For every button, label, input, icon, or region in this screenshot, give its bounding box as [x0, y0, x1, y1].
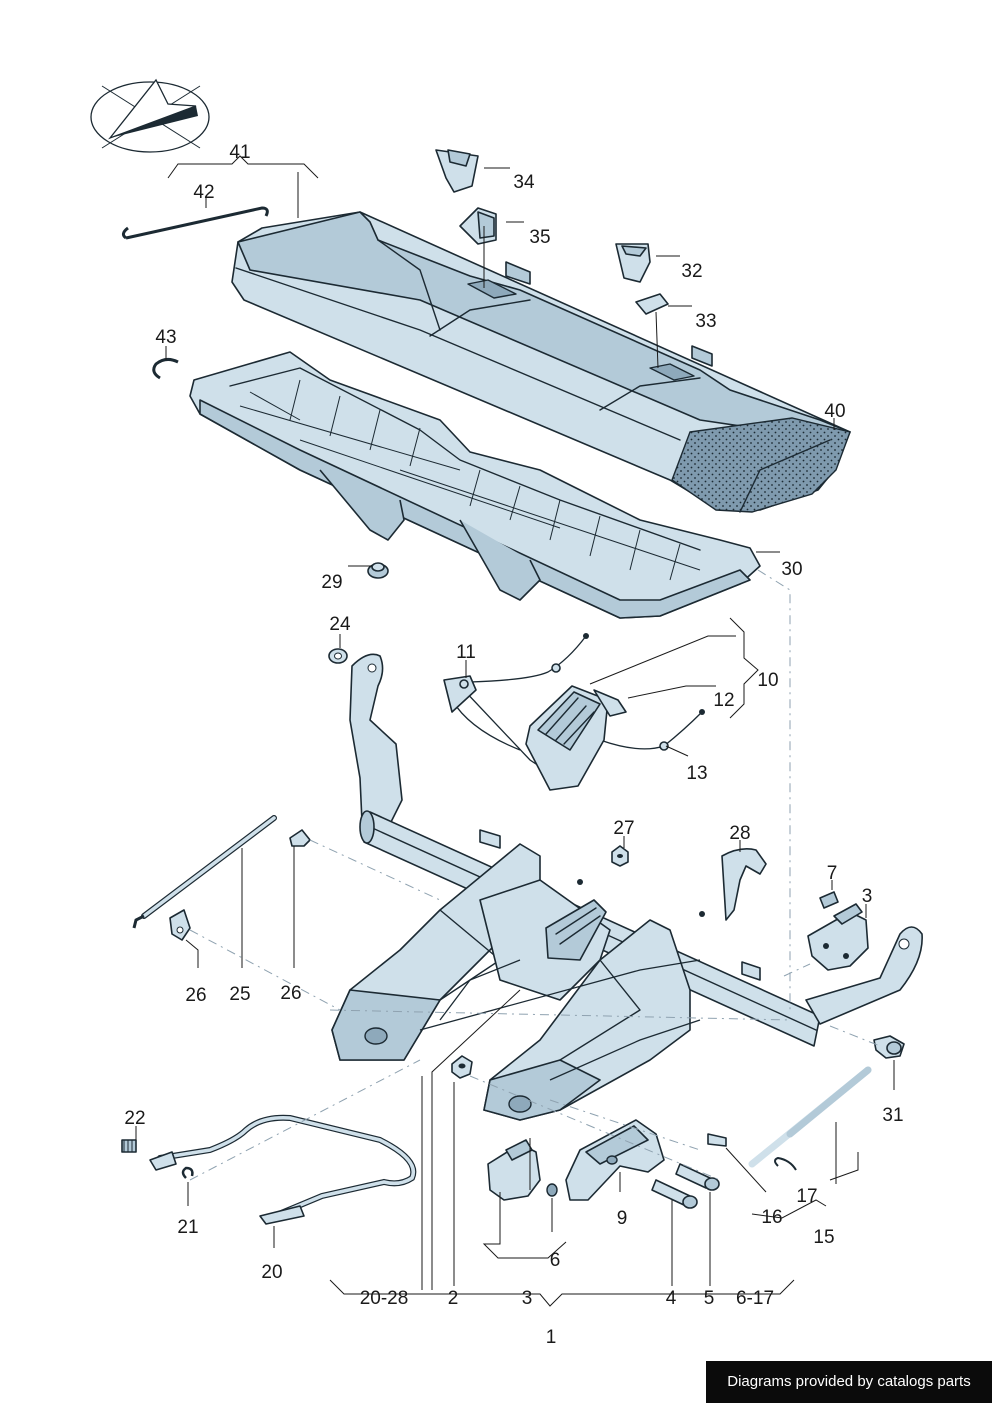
latch-3-upper: [807, 903, 869, 971]
bolt-31: [873, 1035, 905, 1059]
clip-26-right: [289, 829, 311, 847]
bolt-5: [675, 1163, 720, 1191]
label-29: 29: [321, 572, 342, 593]
label-group-20-28: 20-28: [360, 1288, 409, 1309]
label-26-right: 26: [280, 983, 301, 1004]
part-labels: 41 42 34 35 32 33 43 40 30 29 24 11 10 1…: [124, 142, 903, 1348]
label-32: 32: [681, 261, 702, 282]
clip-21: [181, 1166, 194, 1179]
label-3-upper: 3: [862, 886, 873, 907]
wire-rod-42: [121, 206, 269, 240]
label-group-5: 5: [704, 1288, 715, 1309]
label-13: 13: [686, 763, 707, 784]
bolt-4: [651, 1179, 698, 1209]
bracket-28: [721, 848, 767, 921]
clip-43: [152, 357, 179, 380]
label-42: 42: [193, 182, 214, 203]
label-27: 27: [613, 818, 634, 839]
label-1: 1: [546, 1327, 557, 1348]
leader-lines: [135, 155, 895, 1307]
label-11: 11: [456, 642, 476, 663]
label-group-2: 2: [448, 1288, 459, 1309]
credit-banner: Diagrams provided by catalogs parts: [706, 1361, 992, 1403]
label-34: 34: [513, 172, 535, 193]
seat-rail-frame: [331, 653, 923, 1121]
cable-assembly: [443, 633, 705, 791]
washer-24: [328, 648, 348, 664]
label-25: 25: [229, 984, 250, 1005]
nut-27: [611, 845, 629, 867]
label-30: 30: [781, 559, 802, 580]
label-22: 22: [124, 1108, 145, 1129]
spring-22: [121, 1139, 137, 1153]
label-26-left: 26: [185, 985, 206, 1006]
label-group-3: 3: [522, 1288, 533, 1309]
label-10: 10: [757, 670, 778, 691]
label-43: 43: [155, 327, 176, 348]
bracket-9: [565, 1119, 665, 1201]
label-20: 20: [261, 1262, 282, 1283]
label-15: 15: [813, 1227, 834, 1248]
bolt-16: [707, 1133, 727, 1147]
latch-6: [487, 1139, 558, 1201]
label-9: 9: [617, 1208, 628, 1229]
alignment-lines: [189, 569, 881, 1181]
label-7: 7: [827, 863, 838, 884]
grommet-29: [367, 562, 389, 579]
clip-32: [615, 243, 651, 283]
label-40: 40: [824, 401, 845, 422]
seat-cushion: [231, 211, 851, 513]
compass-arrow-icon: [90, 78, 210, 153]
clip-34: [435, 149, 479, 193]
clip-26-left: [169, 909, 191, 941]
label-31: 31: [882, 1105, 903, 1126]
clip-33: [635, 293, 669, 315]
label-41: 41: [229, 142, 250, 163]
label-33: 33: [695, 311, 716, 332]
label-group-4: 4: [666, 1288, 677, 1309]
label-35: 35: [529, 227, 550, 248]
label-17: 17: [796, 1186, 817, 1207]
label-28: 28: [729, 823, 750, 844]
clip-35: [459, 207, 497, 245]
nut-2: [451, 1055, 473, 1079]
label-16: 16: [761, 1207, 782, 1228]
label-group-6-17: 6-17: [736, 1288, 774, 1309]
rod-20: [149, 1114, 417, 1225]
clip-7: [819, 891, 839, 909]
label-6: 6: [550, 1250, 561, 1271]
label-24: 24: [329, 614, 351, 635]
label-21: 21: [177, 1217, 198, 1238]
gas-strut-17: [748, 1066, 872, 1171]
seat-frame: [189, 351, 761, 619]
rod-25: [132, 815, 277, 929]
label-12: 12: [713, 690, 734, 711]
